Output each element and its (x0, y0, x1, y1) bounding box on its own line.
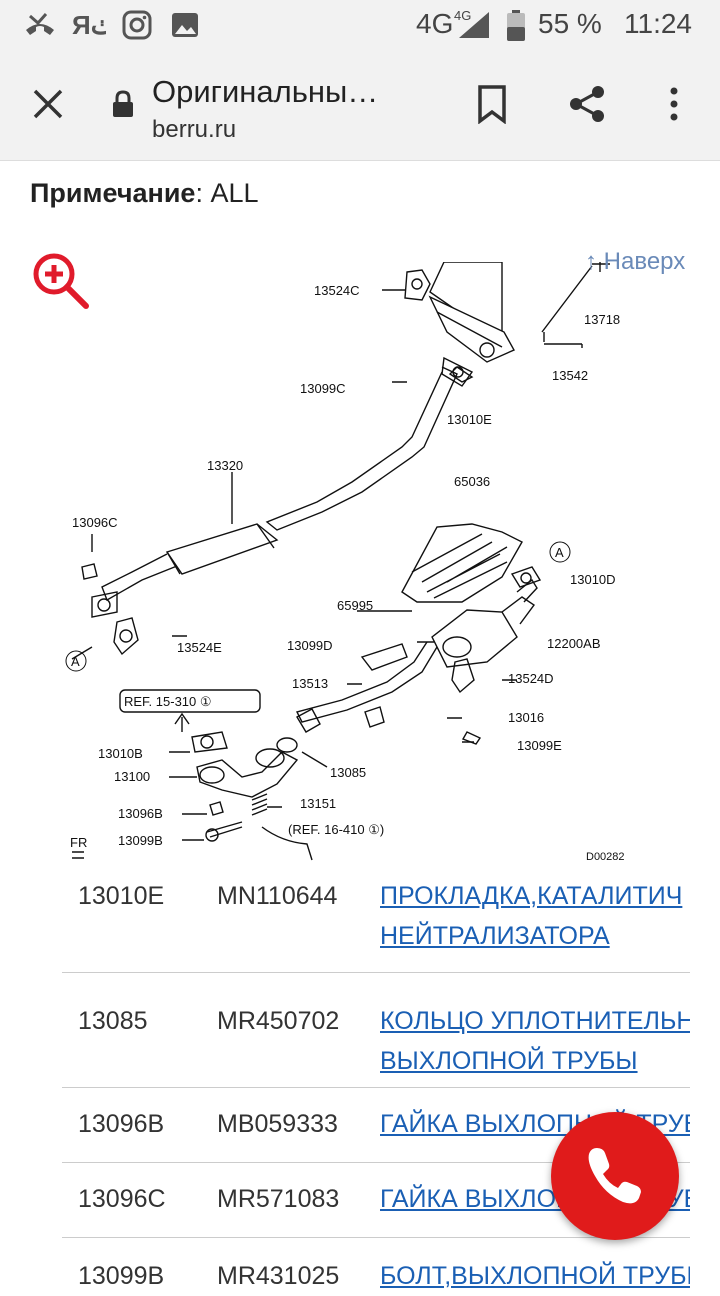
exhaust-system-diagram: 13524C 13718 13542 13099C 13010E 13320 6… (62, 262, 660, 862)
part-number: MR571083 (217, 1185, 340, 1213)
svg-text:Яٺ: Яٺ (72, 10, 106, 40)
svg-text:A: A (71, 654, 80, 669)
svg-text:13542: 13542 (552, 368, 588, 383)
battery-icon (507, 10, 525, 41)
scroll-top-link[interactable]: ↑ Наверх (585, 248, 686, 275)
more-menu-icon[interactable] (668, 86, 680, 122)
svg-text:FR: FR (70, 835, 87, 850)
note-value: : ALL (195, 178, 259, 208)
svg-text:13099D: 13099D (287, 638, 333, 653)
svg-text:13513: 13513 (292, 676, 328, 691)
table-row: 13085 MR450702 КОЛЬЦО УПЛОТНИТЕЛЬН ВЫХЛО… (62, 973, 690, 1088)
part-number: MR431025 (217, 1262, 340, 1290)
zoom-in-icon[interactable] (30, 250, 90, 310)
part-name-link[interactable]: КОЛЬЦО УПЛОТНИТЕЛЬН (380, 1007, 690, 1035)
part-number: MR450702 (217, 1007, 340, 1035)
clock: 11:24 (624, 8, 692, 39)
battery-level: 55 % (538, 8, 602, 39)
bookmark-icon[interactable] (476, 84, 508, 124)
parts-table: 13010E MN110644 ПРОКЛАДКА,КАТАЛИТИЧ НЕЙТ… (62, 862, 690, 1290)
svg-text:13151: 13151 (300, 796, 336, 811)
svg-text:13010B: 13010B (98, 746, 143, 761)
network-type: 4G (416, 8, 454, 39)
svg-text:13099C: 13099C (300, 381, 346, 396)
page-title: Оригинальны… (152, 74, 379, 109)
browser-toolbar: Оригинальны… berru.ru (0, 50, 720, 161)
part-name-link[interactable]: ВЫХЛОПНОЙ ТРУБЫ (380, 1047, 638, 1075)
table-row: 13099B MR431025 БОЛТ,ВЫХЛОПНОЙ ТРУБЫ (62, 1238, 690, 1290)
part-code: 13096B (78, 1110, 165, 1138)
yandex-icon: Яٺ (72, 10, 106, 40)
svg-text:65036: 65036 (454, 474, 490, 489)
svg-text:13010E: 13010E (447, 412, 492, 427)
note-line: Примечание: ALL (30, 178, 258, 209)
svg-text:13085: 13085 (330, 765, 366, 780)
gallery-icon (172, 13, 198, 37)
phone-icon (588, 1148, 641, 1204)
part-number: MN110644 (217, 882, 338, 910)
svg-text:13100: 13100 (114, 769, 150, 784)
svg-text:A: A (555, 545, 564, 560)
part-code: 13099B (78, 1262, 165, 1290)
note-label: Примечание (30, 178, 196, 208)
svg-text:13524E: 13524E (177, 640, 222, 655)
svg-text:13016: 13016 (508, 710, 544, 725)
call-button[interactable] (551, 1112, 679, 1240)
missed-call-icon (26, 13, 54, 35)
svg-text:13320: 13320 (207, 458, 243, 473)
svg-text:12200AB: 12200AB (547, 636, 601, 651)
svg-text:D00282: D00282 (586, 851, 625, 862)
close-icon[interactable] (32, 88, 64, 120)
svg-text:13096C: 13096C (72, 515, 118, 530)
share-icon[interactable] (568, 84, 608, 124)
instagram-icon (122, 10, 152, 40)
status-bar: Яٺ 4G 4G 55 % 11:24 (0, 0, 720, 50)
svg-text:13099E: 13099E (517, 738, 562, 753)
svg-text:13524D: 13524D (508, 671, 554, 686)
svg-text:13524C: 13524C (314, 283, 360, 298)
svg-text:REF. 15-310 ①: REF. 15-310 ① (124, 694, 212, 709)
network-type-small: 4G (454, 8, 472, 23)
svg-text:(REF. 16-410 ①): (REF. 16-410 ①) (288, 822, 384, 837)
part-name-link[interactable]: БОЛТ,ВЫХЛОПНОЙ ТРУБЫ (380, 1262, 690, 1290)
table-row: 13010E MN110644 ПРОКЛАДКА,КАТАЛИТИЧ НЕЙТ… (62, 862, 690, 973)
part-code: 13085 (78, 1007, 148, 1035)
part-name-link[interactable]: ПРОКЛАДКА,КАТАЛИТИЧ (380, 882, 683, 910)
svg-text:13099B: 13099B (118, 833, 163, 848)
svg-text:13718: 13718 (584, 312, 620, 327)
svg-text:13010D: 13010D (570, 572, 616, 587)
svg-text:13096B: 13096B (118, 806, 163, 821)
svg-text:65995: 65995 (337, 598, 373, 613)
signal-icon (459, 12, 489, 38)
part-name-link[interactable]: НЕЙТРАЛИЗАТОРА (380, 922, 610, 950)
part-number: MB059333 (217, 1110, 338, 1138)
lock-icon (113, 90, 133, 117)
part-code: 13096C (78, 1185, 166, 1213)
part-code: 13010E (78, 882, 165, 910)
page-url[interactable]: berru.ru (152, 116, 237, 143)
